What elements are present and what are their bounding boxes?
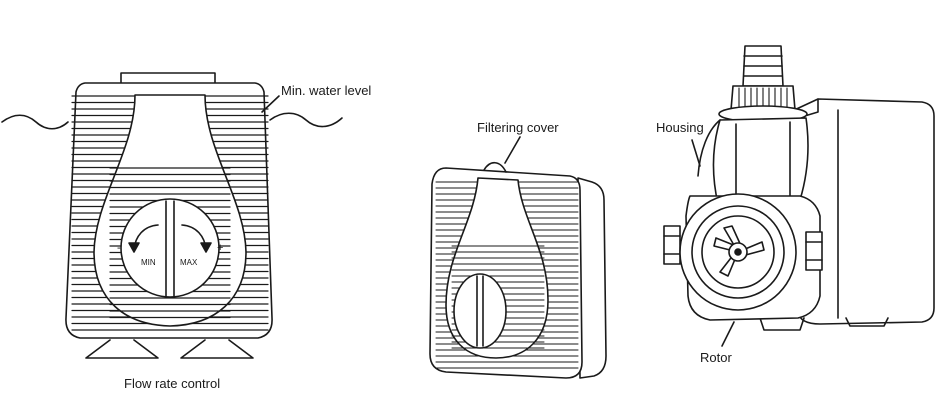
dial-plus-sign: + <box>217 242 224 254</box>
rotor-chamber-ring <box>691 205 785 299</box>
clip-left-detail <box>663 235 681 255</box>
pump-foot-right <box>180 339 254 359</box>
flow-rate-dial[interactable] <box>120 198 220 298</box>
rotor-blade-2 <box>737 241 765 257</box>
pump-housing <box>712 117 809 205</box>
dial-minus-sign: - <box>117 242 121 254</box>
motor-block <box>789 98 935 325</box>
housing-ribs <box>735 121 791 197</box>
housing-leader <box>691 139 701 167</box>
dial-divider <box>165 200 175 297</box>
clip-right-detail <box>805 241 823 261</box>
dial-max-label: MAX <box>180 258 198 267</box>
water-level-leader <box>261 95 280 113</box>
housing-curve <box>697 119 721 177</box>
flow-rate-control-label: Flow rate control <box>124 376 221 391</box>
cover-notch <box>483 161 507 173</box>
pump-open-view <box>663 45 935 347</box>
clip-right <box>805 231 823 271</box>
cover-side <box>577 177 607 379</box>
rotor-axle <box>734 248 742 256</box>
max-arrowhead-icon <box>200 242 212 253</box>
pump-front-view <box>1 72 343 359</box>
rotor-chamber-inner <box>701 215 775 289</box>
housing-label: Housing <box>656 120 704 135</box>
water-level-line <box>1 114 69 130</box>
min-arrowhead-icon <box>128 242 140 253</box>
rotor <box>713 225 765 277</box>
pump-foot-left <box>85 339 159 359</box>
rotor-label: Rotor <box>700 350 732 365</box>
outlet-nozzle-ridges <box>743 55 783 77</box>
clip-left <box>663 225 681 265</box>
dial-min-label: MIN <box>141 258 156 267</box>
rotor-blade-4 <box>713 237 739 253</box>
filtering-cover-label: Filtering cover <box>477 120 559 135</box>
pump-foot-back <box>845 317 889 327</box>
filtering-cover-view <box>429 136 607 379</box>
min-water-level-label: Min. water level <box>281 83 372 98</box>
rotor-leader <box>721 321 735 347</box>
water-level-line-right <box>269 112 343 128</box>
cover-leader <box>504 136 521 164</box>
pump-foot-front <box>759 317 805 331</box>
rotor-blade-1 <box>723 225 743 253</box>
cover-dial-divider <box>476 275 484 347</box>
outlet-nut-ridges <box>738 87 788 109</box>
rotor-blade-3 <box>719 251 739 277</box>
cover-dial <box>453 273 507 349</box>
